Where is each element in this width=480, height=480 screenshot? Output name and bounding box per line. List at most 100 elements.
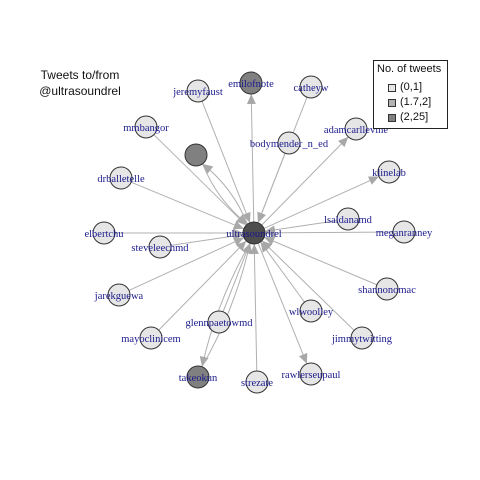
legend-swatch-1 <box>388 99 396 107</box>
edge-arrowhead <box>232 220 244 230</box>
node-wlwoolley: wlwoolley <box>289 299 334 323</box>
node-circle <box>299 299 323 323</box>
edge-line <box>257 243 308 364</box>
node-circle <box>109 166 133 190</box>
node-label: mmbangor <box>123 123 169 134</box>
node-circle <box>245 370 269 394</box>
node-label: rawlerseupaul <box>282 370 341 381</box>
node-circle <box>350 326 374 350</box>
edge-arrowhead <box>202 163 214 174</box>
node-circle <box>184 143 208 167</box>
node-label: adamcarllevine <box>324 125 388 136</box>
node-label: wlwoolley <box>289 307 334 318</box>
node-circle <box>375 277 399 301</box>
node-circle <box>92 221 116 245</box>
edge-line <box>201 243 251 367</box>
node-emilofnote: emilofnote <box>228 71 274 95</box>
edge-line <box>263 176 380 229</box>
node-takeokun: takeokun <box>179 365 218 389</box>
node-label: jarekguewa <box>94 291 144 302</box>
edge-glennpaetowmd-to-ultrasoundrel <box>222 243 251 312</box>
edge-line <box>202 163 248 225</box>
edge-unlabeled-to-ultrasoundrel <box>202 163 248 225</box>
edge-meganranney-to-ultrasoundrel <box>264 228 394 238</box>
node-label: lsaldanamd <box>324 215 373 226</box>
node-label: jimmytwitting <box>331 334 393 345</box>
node-circle <box>299 362 323 386</box>
edge-jeremyfaust-to-ultrasoundrel <box>201 101 251 223</box>
node-ultrasoundrel: ultrasoundrel <box>226 221 282 245</box>
edge-strezate-to-ultrasoundrel <box>249 243 259 372</box>
edge-arrowhead <box>257 211 266 223</box>
node-lsaldanamd: lsaldanamd <box>324 207 373 231</box>
edge-arrowhead <box>243 243 253 254</box>
edge-line <box>253 243 258 372</box>
node-label: drballetelle <box>97 174 145 185</box>
edge-jarekguewa-to-ultrasoundrel <box>128 237 245 291</box>
edge-line <box>250 93 255 223</box>
edge-arrowhead <box>236 214 248 225</box>
legend-title: No. of tweets <box>377 63 442 75</box>
edge-line <box>153 134 247 226</box>
edge-arrowhead <box>249 243 259 255</box>
edge-line <box>261 240 355 331</box>
node-circle <box>134 115 158 139</box>
chart-title-line2: @ultrasoundrel <box>39 84 121 98</box>
node-steveleechmd: steveleechmd <box>131 235 189 259</box>
edge-line <box>260 241 305 303</box>
node-strezate: strezate <box>241 370 273 394</box>
node-circle <box>336 207 360 231</box>
edge-line <box>202 163 248 225</box>
node-catheyw: catheyw <box>294 75 329 99</box>
edge-ultrasoundrel-to-adamcarllevine <box>261 136 349 226</box>
node-glennpaetowmd: glennpaetowmd <box>185 310 253 334</box>
edge-mayoclinicem-to-ultrasoundrel <box>158 240 247 331</box>
node-circle <box>299 75 323 99</box>
edge-arrowhead <box>236 240 247 252</box>
node-circle <box>186 79 210 103</box>
edge-arrowhead <box>246 93 256 105</box>
node-klinelab: klinelab <box>372 160 406 184</box>
node-rawlerseupaul: rawlerseupaul <box>282 362 341 386</box>
node-circle <box>242 221 266 245</box>
edge-arrowhead <box>368 176 379 185</box>
node-meganranney: meganranney <box>376 220 433 244</box>
legend: No. of tweets (0,1] (1.7,2] (2,25] <box>373 60 448 129</box>
node-label: steveleechmd <box>131 243 189 254</box>
node-mayoclinicem: mayoclinicem <box>121 326 181 350</box>
node-elbertchu: elbertchu <box>84 221 124 245</box>
node-label: shannonomac <box>358 285 416 296</box>
edge-takeokun-to-ultrasoundrel <box>201 243 253 367</box>
edge-arrowhead <box>233 237 245 246</box>
node-bodymender_n_ed: bodymender_n_ed <box>250 131 329 155</box>
edge-line <box>201 101 251 223</box>
edge-arrowhead <box>338 136 349 148</box>
node-label: catheyw <box>294 83 329 94</box>
node-circle <box>139 326 163 350</box>
node-mmbangor: mmbangor <box>123 115 169 139</box>
node-label: bodymender_n_ed <box>250 139 329 150</box>
edges-layer <box>115 93 394 372</box>
edge-jimmytwitting-to-ultrasoundrel <box>261 240 355 331</box>
node-label: klinelab <box>372 168 406 179</box>
edge-ultrasoundrel-to-rawlerseupaul <box>257 243 308 364</box>
edge-line <box>261 136 349 226</box>
node-circle <box>344 117 368 141</box>
node-label: meganranney <box>376 228 433 239</box>
legend-label-1: (1.7,2] <box>400 96 432 108</box>
edge-shannonomac-to-ultrasoundrel <box>263 236 378 286</box>
node-adamcarllevine: adamcarllevine <box>324 117 388 141</box>
edge-arrowhead <box>264 228 276 238</box>
edge-line <box>222 243 251 312</box>
node-shannonomac: shannonomac <box>358 277 416 301</box>
edge-line <box>263 236 378 286</box>
chart-title-line1: Tweets to/from <box>40 68 120 82</box>
node-label: strezate <box>241 378 273 389</box>
node-jeremyfaust: jeremyfaust <box>172 79 223 103</box>
legend-swatch-0 <box>388 84 396 92</box>
node-jimmytwitting: jimmytwitting <box>331 326 393 350</box>
edge-arrowhead <box>298 352 308 364</box>
node-label: mayoclinicem <box>121 334 180 345</box>
